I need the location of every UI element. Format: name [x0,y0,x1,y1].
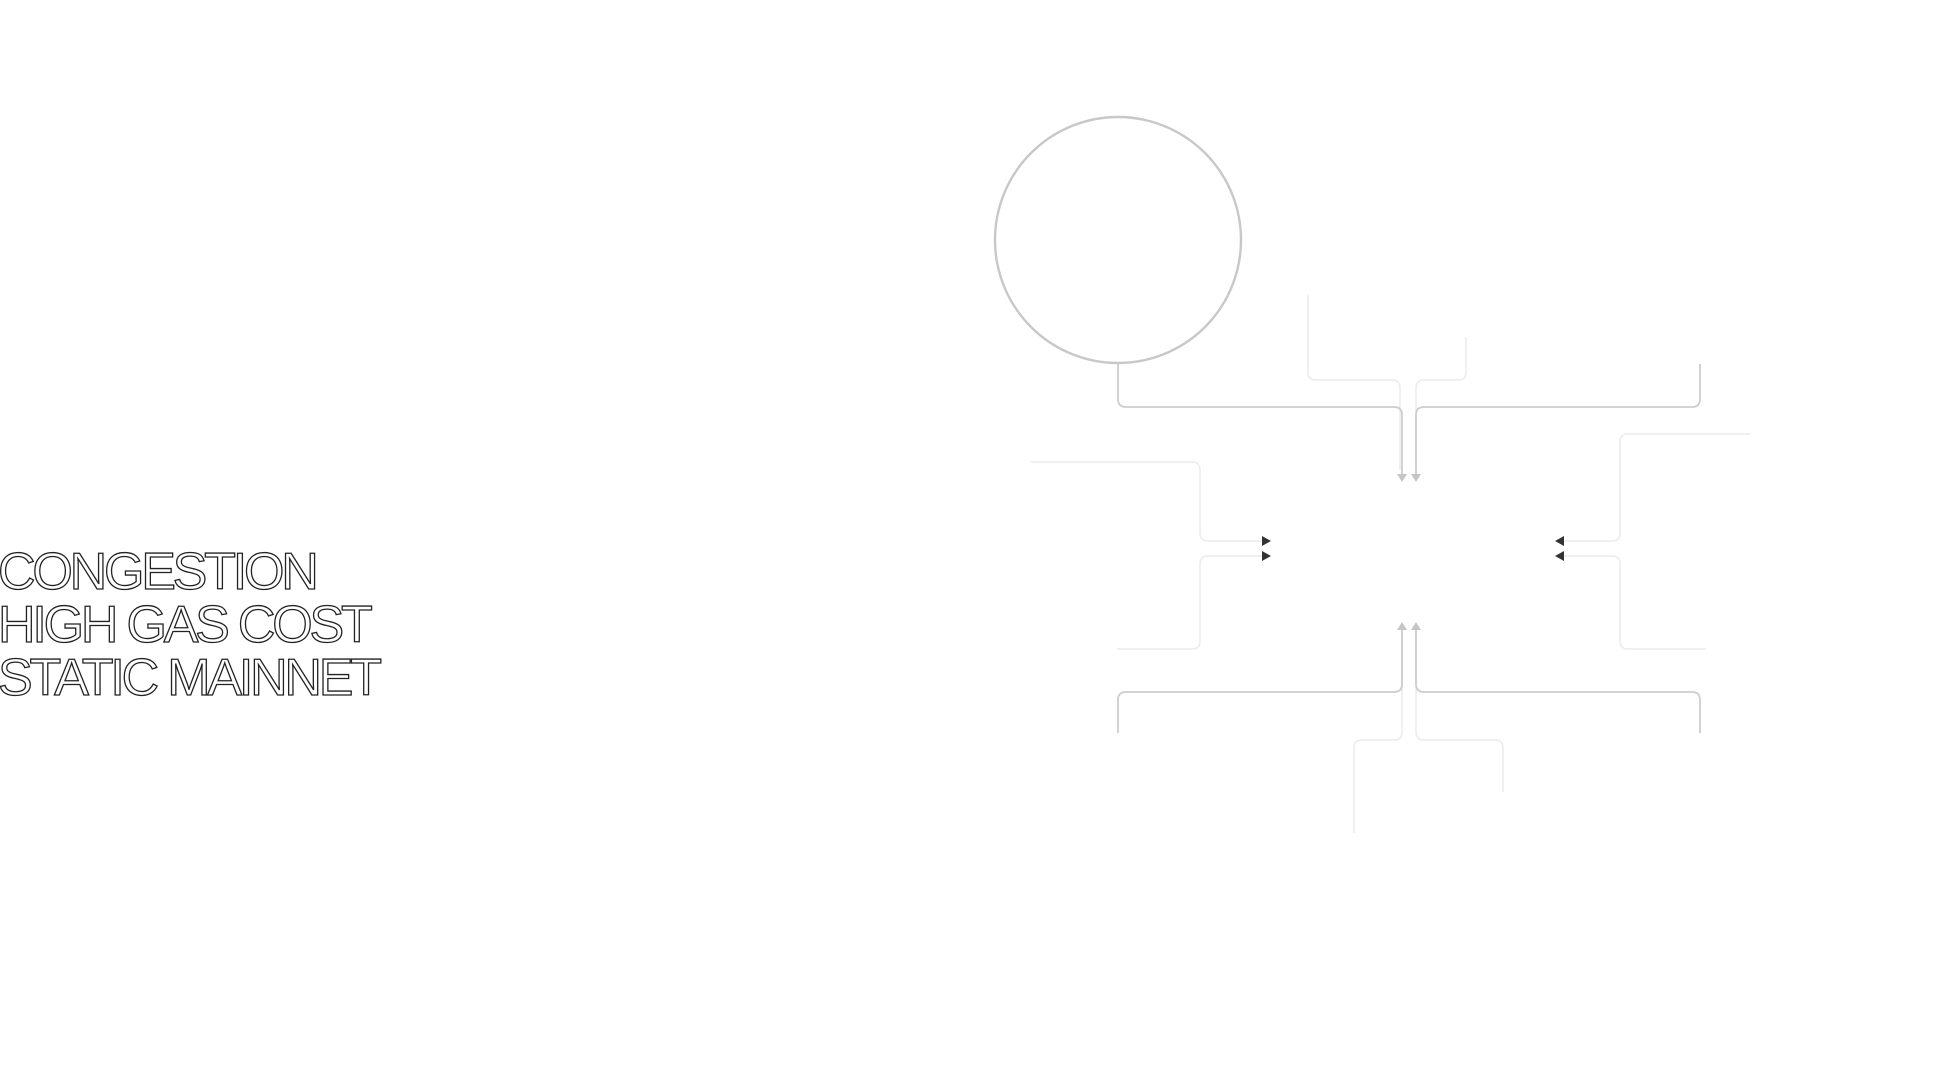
faint-connector-right-top [1564,433,1750,542]
faint-connector-left-top [1031,461,1262,542]
arrow-up-icon [1397,622,1407,630]
arrow-up-icon [1411,622,1421,630]
headline-line-congestion: CONGESTION [0,543,319,601]
arrow-down-icon [1411,474,1421,482]
faint-connectors [1031,295,1750,833]
faint-connector-right-bottom [1564,555,1706,650]
faint-connector-bottom-right [1415,632,1504,792]
faint-connector-top-right [1415,337,1467,470]
faint-connector-top-left [1307,295,1401,470]
arrow-right-icon [1262,536,1271,546]
primary-connector-bottom-left [1117,630,1403,733]
primary-connector-top-right [1415,364,1701,474]
faint-connector-bottom-left [1353,632,1403,833]
source-node-circle [993,115,1243,365]
primary-connectors [1117,363,1701,733]
arrowheads [1262,474,1564,630]
arrow-left-icon [1555,551,1564,561]
primary-connector-bottom-right [1415,630,1701,733]
headline-line-static-mainnet: STATIC MAINNET [0,649,383,707]
arrow-left-icon [1555,536,1564,546]
arrow-down-icon [1397,474,1407,482]
faint-connector-left-bottom [1117,555,1262,650]
headline-line-high-gas-cost: HIGH GAS COST [0,596,373,654]
headline: CONGESTION HIGH GAS COST STATIC MAINNET [0,543,383,707]
primary-connector-top-left [1117,363,1403,474]
arrow-right-icon [1262,551,1271,561]
